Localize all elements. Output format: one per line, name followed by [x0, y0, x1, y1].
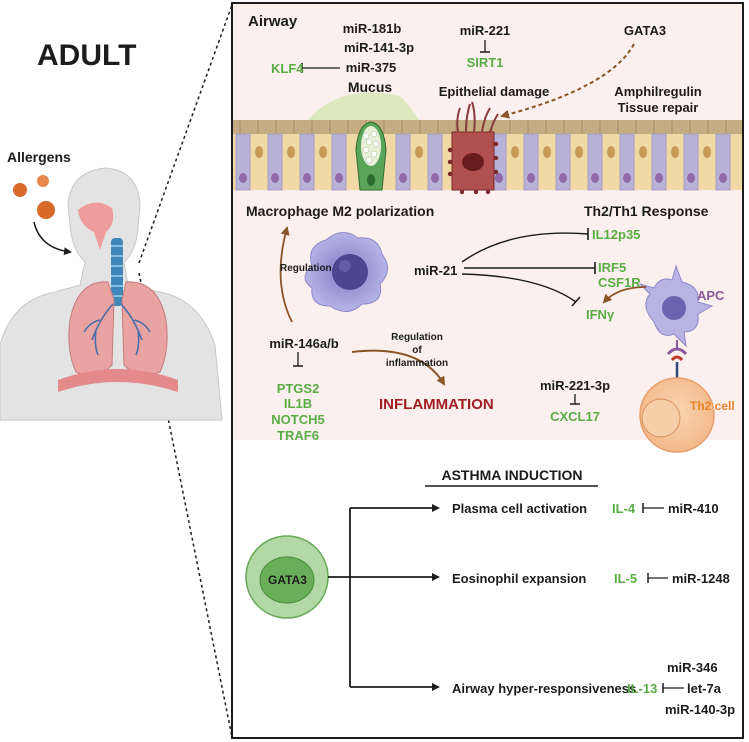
il5-label: IL-5 — [614, 571, 638, 586]
regulation-of-inflammation-1: Regulation — [391, 332, 443, 343]
allergen-arrow — [33, 221, 72, 256]
mir140-label: miR-140-3p — [665, 702, 736, 717]
mir146-label: miR-146a/b — [269, 336, 339, 351]
apc-label: APC — [697, 288, 725, 303]
airway-epithelium — [233, 92, 742, 195]
mir21-ifng-line — [461, 273, 577, 303]
mir221-3p-label: miR-221-3p — [539, 378, 611, 393]
mir-181b: miR-181b — [342, 21, 402, 36]
goblet-cell — [355, 121, 387, 191]
arrow-to-macrophage — [279, 226, 293, 323]
allergen-particles — [13, 175, 55, 219]
airway-label: Airway — [248, 13, 298, 30]
let7a-label: let-7a — [687, 681, 721, 696]
apc-arrow — [602, 286, 647, 304]
klf4-label: KLF4 — [271, 61, 304, 76]
ahr-label: Airway hyper-responsiveness — [452, 681, 637, 696]
plasma-cell-label: Plasma cell activation — [452, 501, 588, 516]
regulation-of-inflammation-3: inflammation — [385, 358, 449, 369]
il12p35-label: IL12p35 — [592, 227, 641, 242]
gata3-airway-label: GATA3 — [623, 23, 667, 38]
regulation-label: Regulation — [280, 263, 332, 274]
csf1r-label: CSF1R — [598, 275, 641, 290]
inflammation-label: INFLAMMATION — [379, 396, 494, 413]
notch5-label: NOTCH5 — [271, 412, 325, 427]
zoom-line-top — [138, 4, 233, 264]
mir21-il12-line — [461, 232, 589, 263]
asthma-branch-arrows — [328, 504, 440, 691]
tissue-repair-label: Tissue repair — [617, 100, 699, 115]
asthma-induction-title: ASTHMA INDUCTION — [441, 467, 583, 483]
eosinophil-label: Eosinophil expansion — [452, 571, 587, 586]
macrophage-title: Macrophage M2 polarization — [246, 203, 435, 219]
sirt1-label: SIRT1 — [466, 55, 504, 70]
apc-cell — [638, 264, 714, 348]
gata3-dashed-arrow — [500, 43, 635, 119]
th2-cell — [639, 377, 715, 453]
il13-label: IL-13 — [627, 681, 658, 696]
il4-label: IL-4 — [612, 501, 636, 516]
epithelial-damage-label: Epithelial damage — [438, 84, 550, 99]
mir410-label: miR-410 — [668, 501, 719, 516]
regulation-of-inflammation-2: of — [412, 345, 422, 356]
mir346-label: miR-346 — [667, 660, 718, 675]
cxcl17-label: CXCL17 — [550, 409, 600, 424]
mir-375: miR-375 — [345, 60, 397, 75]
arrow-to-inflammation — [351, 349, 446, 386]
il1b-label: IL1B — [283, 396, 313, 411]
mir-221: miR-221 — [459, 23, 511, 38]
macrophage-cell — [304, 232, 388, 312]
mir-141-3p: miR-141-3p — [343, 40, 415, 55]
mir21-label: miR-21 — [414, 263, 458, 278]
ptgs2-label: PTGS2 — [276, 381, 320, 396]
allergens-label: Allergens — [7, 149, 71, 165]
gata3-cell-label: GATA3 — [268, 573, 307, 587]
th2-cell-label: Th2 cell — [690, 399, 735, 413]
damaged-epithelial-cell — [447, 101, 499, 195]
th-response-title: Th2/Th1 Response — [584, 203, 709, 219]
traf6-label: TRAF6 — [277, 428, 319, 443]
ifng-label: IFNγ — [586, 307, 615, 322]
adult-title: ADULT — [37, 39, 137, 72]
mucus-label: Mucus — [347, 79, 393, 95]
mir1248-label: miR-1248 — [672, 571, 730, 586]
human-body-illustration — [0, 167, 223, 421]
irf5-label: IRF5 — [598, 260, 627, 275]
amphiregulin-label: Amphilregulin — [614, 84, 702, 99]
